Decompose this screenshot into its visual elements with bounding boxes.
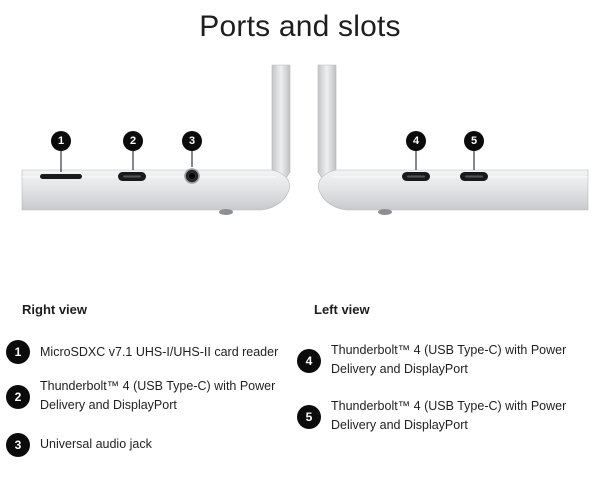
right-view-heading: Right view: [22, 302, 88, 317]
item-text: Thunderbolt™ 4 (USB Type-C) with Power D…: [331, 399, 567, 432]
callout-badge-5: 5: [464, 131, 484, 151]
right-view-list: 1 MicroSDXC v7.1 UHS-I/UHS-II card reade…: [6, 335, 296, 457]
callout-badge-4: 4: [406, 131, 426, 151]
item-text: Thunderbolt™ 4 (USB Type-C) with Power D…: [331, 343, 567, 376]
callout-badge-3: 3: [182, 131, 202, 151]
list-item: 5 Thunderbolt™ 4 (USB Type-C) with Power…: [297, 397, 587, 437]
item-text: MicroSDXC v7.1 UHS-I/UHS-II card reader: [40, 345, 279, 359]
item-number-badge: 4: [297, 349, 321, 373]
left-view-list: 4 Thunderbolt™ 4 (USB Type-C) with Power…: [297, 341, 587, 437]
page-title: Ports and slots: [199, 10, 401, 43]
callout-badge-1: 1: [51, 131, 71, 151]
list-item: 4 Thunderbolt™ 4 (USB Type-C) with Power…: [297, 341, 587, 381]
item-text: Thunderbolt™ 4 (USB Type-C) with Power D…: [40, 379, 276, 412]
right-view-laptop: [21, 64, 291, 215]
item-number-badge: 5: [297, 405, 321, 429]
microsd-slot-icon: [40, 174, 82, 179]
left-view-laptop: [317, 64, 589, 215]
laptop-side-illustration: [21, 64, 589, 215]
callout-badge-2: 2: [123, 131, 143, 151]
list-item: 2 Thunderbolt™ 4 (USB Type-C) with Power…: [6, 377, 296, 417]
list-item: 3 Universal audio jack: [6, 433, 296, 457]
item-number-badge: 2: [6, 385, 30, 409]
item-number-badge: 1: [6, 340, 30, 364]
item-number-badge: 3: [6, 433, 30, 457]
list-item: 1 MicroSDXC v7.1 UHS-I/UHS-II card reade…: [6, 335, 296, 369]
left-view-heading: Left view: [314, 302, 370, 317]
item-text: Universal audio jack: [40, 437, 152, 451]
